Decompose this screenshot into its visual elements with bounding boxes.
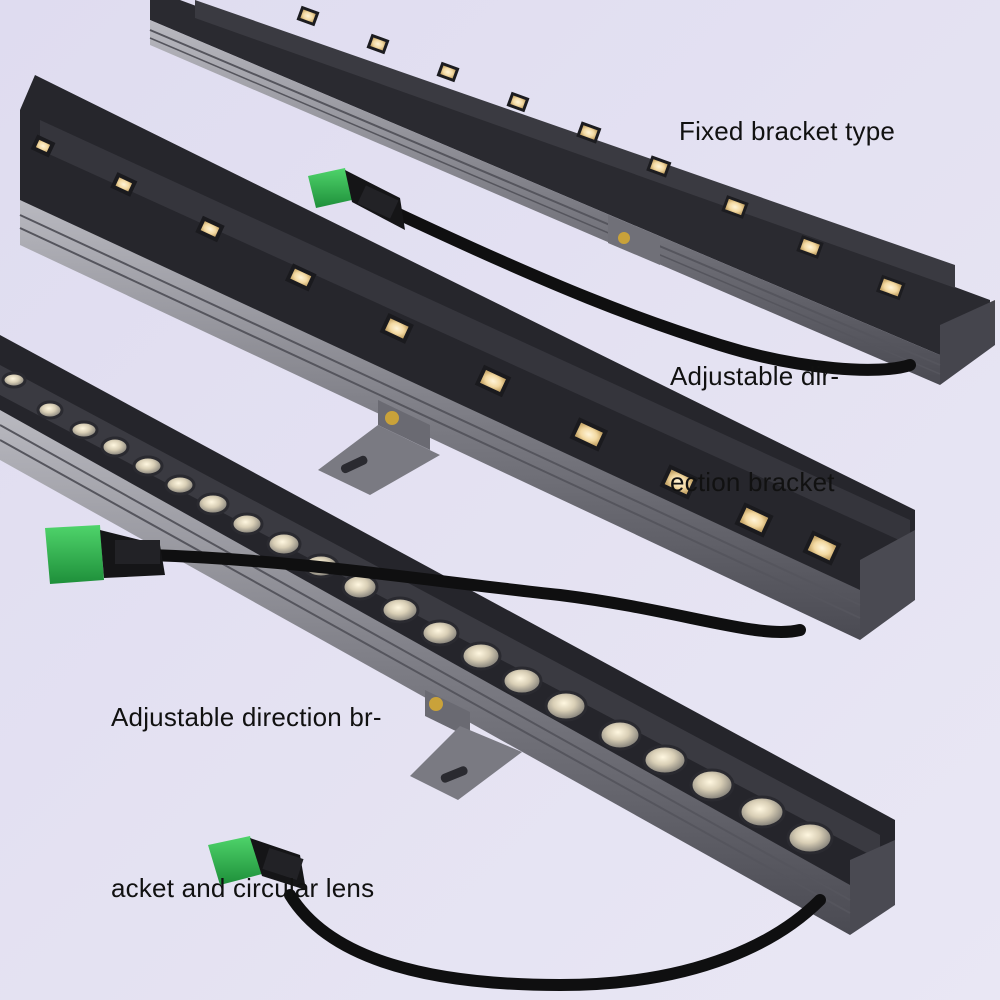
light-bar-circular-lens	[0, 335, 895, 935]
adjustable-bracket-lens-bar	[410, 690, 522, 800]
light-bar-fixed-bracket	[149, 0, 995, 385]
caption-fixed-bracket-type: Fixed bracket type	[679, 116, 896, 146]
caption-adjustable-direction-line2: ection bracket	[670, 467, 835, 497]
caption-circular-lens-line1: Adjustable direction br-	[111, 702, 382, 732]
green-connector-top	[308, 168, 405, 230]
caption-adjustable-direction-line1: Adjustable dir-	[670, 361, 840, 391]
adjustable-bracket	[318, 400, 440, 495]
power-cables	[144, 204, 916, 992]
green-connector-bottom	[208, 836, 306, 890]
light-bar-adjustable-bracket	[19, 75, 915, 640]
caption-circular-lens-line2: acket and circular lens	[111, 873, 375, 903]
fixed-bracket	[608, 215, 660, 265]
green-connector-middle	[45, 525, 165, 584]
